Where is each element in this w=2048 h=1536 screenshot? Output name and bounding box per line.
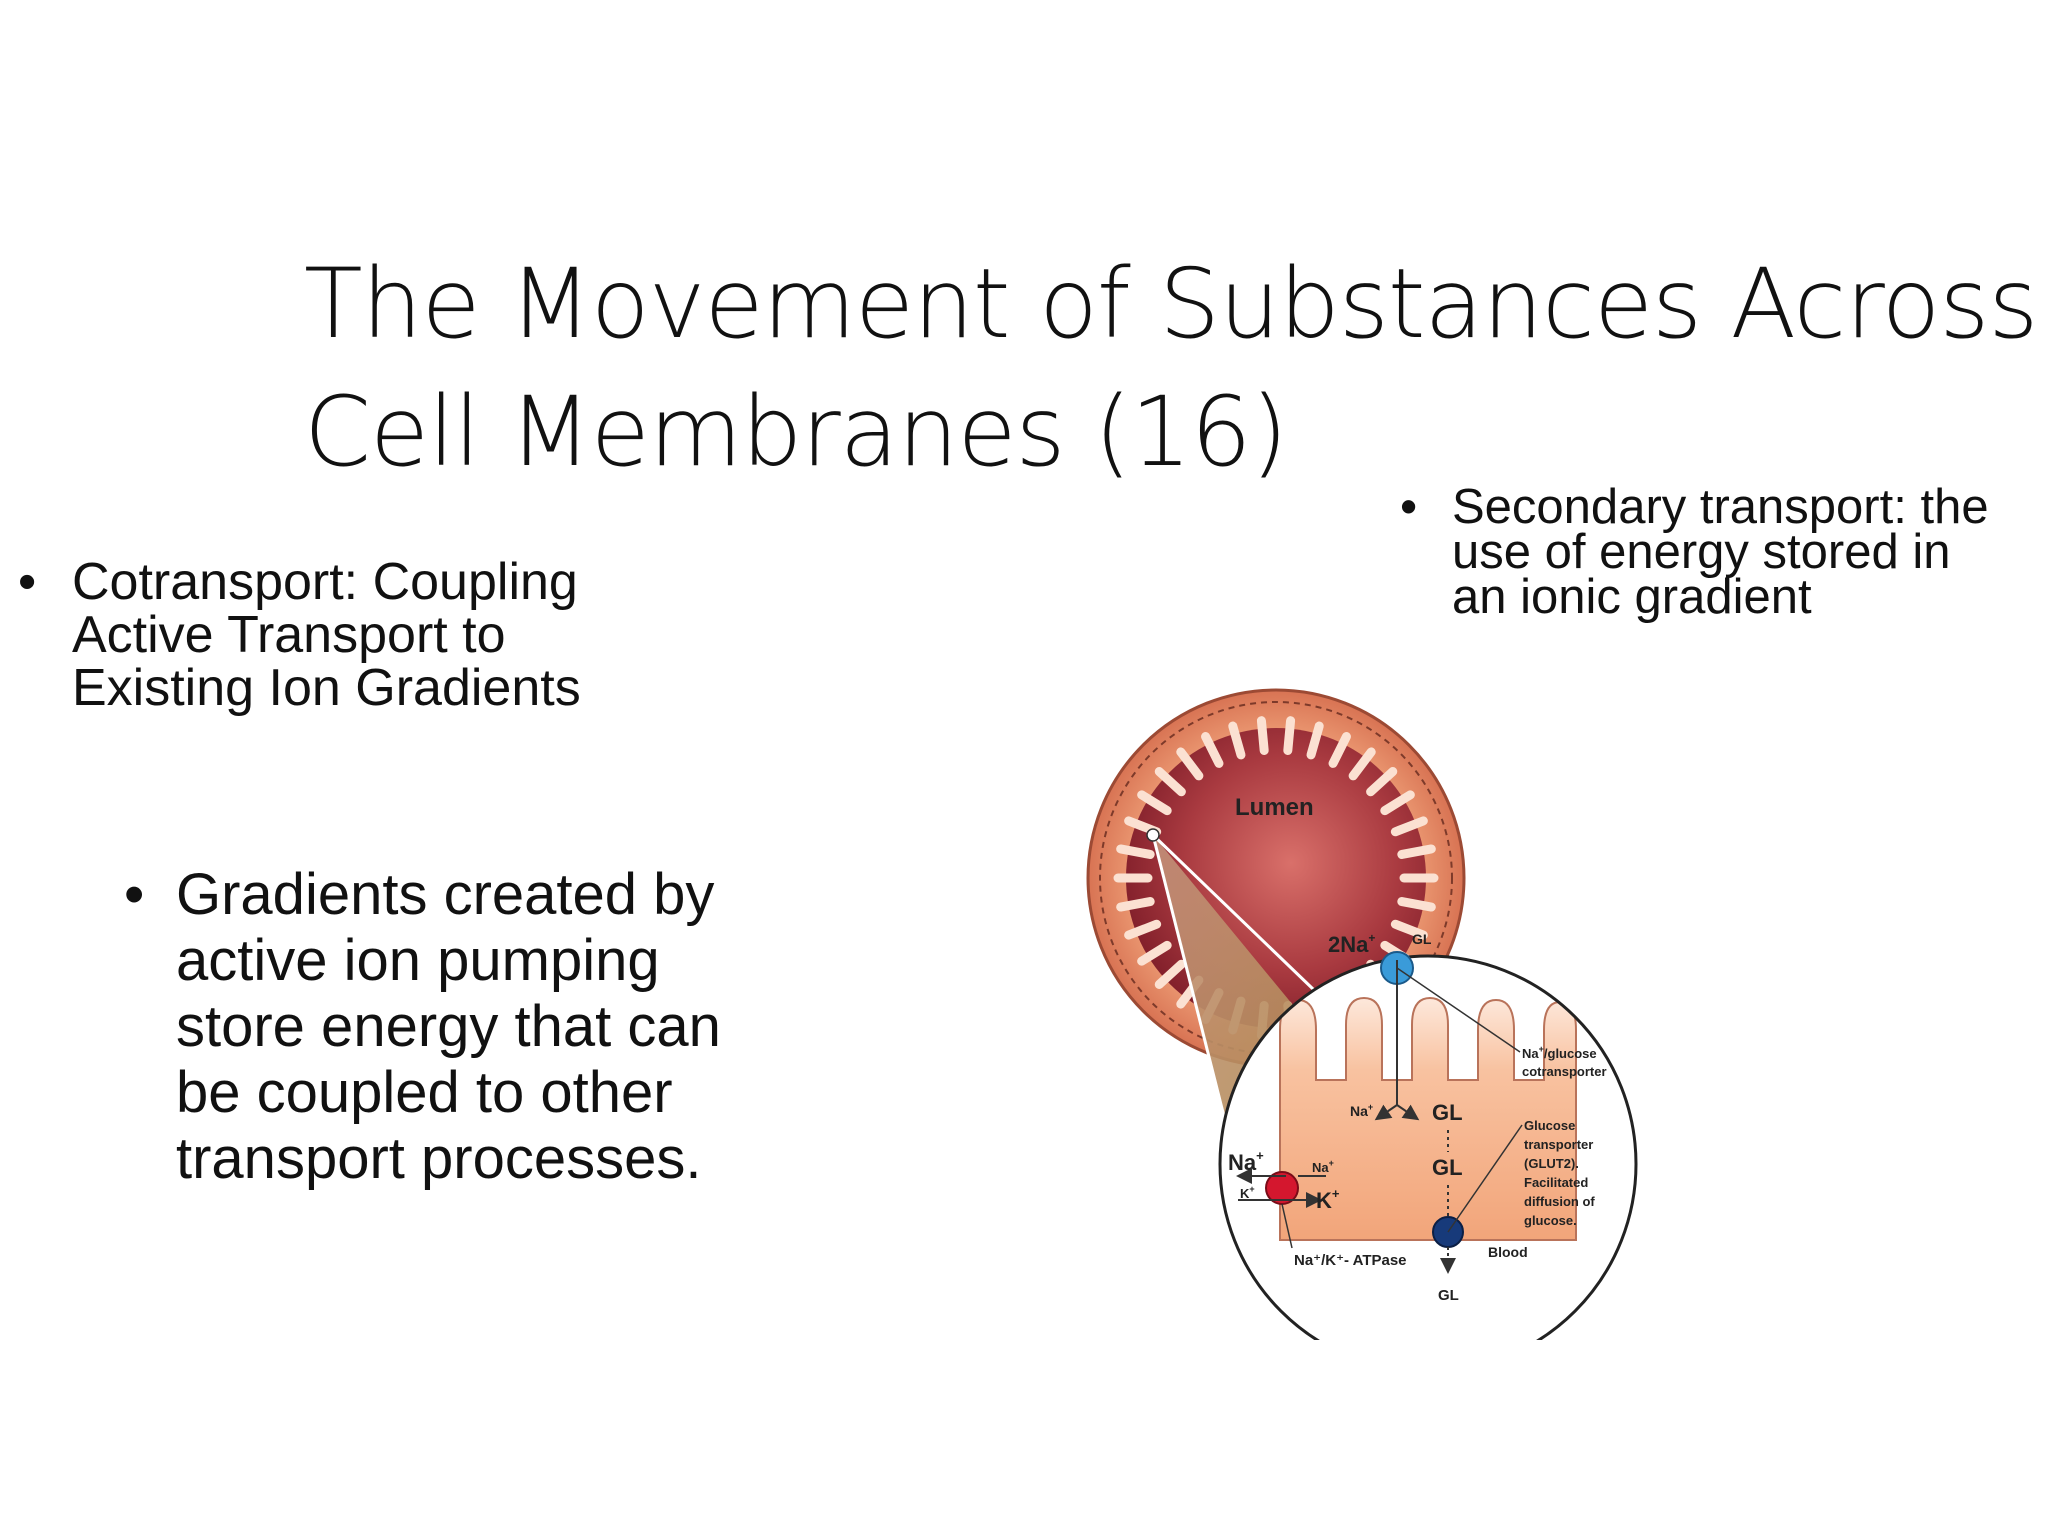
villus: [1283, 716, 1296, 756]
cotransport-bullet: Cotransport: Coupling Active Transport t…: [18, 553, 712, 717]
slide-title: The Movement of Substances Across Cell M…: [304, 240, 2038, 496]
villus: [1328, 732, 1351, 768]
cotransport-diagram: Lumen 2Na+ GL Na+/glucose cotransporter …: [1086, 688, 1638, 1340]
villus: [1348, 747, 1376, 781]
villus: [1390, 919, 1428, 940]
villus: [1154, 959, 1186, 989]
gl-bottom-label: GL: [1438, 1287, 1459, 1304]
zoom-edge-left: [1151, 834, 1237, 1161]
villus: [1228, 721, 1246, 760]
title-line-2: Cell Membranes (16): [304, 376, 1288, 488]
blood-label: Blood: [1488, 1244, 1528, 1260]
zoom-origin: [1146, 828, 1160, 842]
villus: [1397, 897, 1436, 912]
villus: [1306, 721, 1324, 760]
gl-release-arrow: [1396, 1104, 1420, 1121]
glut2-label-line2: transporter: [1524, 1137, 1593, 1152]
title-line-1: The Movement of Substances Across: [304, 248, 2038, 360]
villus: [1397, 844, 1436, 859]
atpase-leader: [1281, 1203, 1293, 1249]
zoom-circle-border: [1218, 954, 1638, 1340]
lumen-label: Lumen: [1235, 794, 1314, 821]
cotransport-line-1: Cotransport: Coupling: [72, 553, 578, 611]
gradients-bullet: Gradients created by active ion pumping …: [124, 862, 816, 1192]
cotransport-bullet-item: Cotransport: Coupling Active Transport t…: [18, 553, 712, 717]
gradients-line-5: transport processes.: [176, 1126, 702, 1191]
villus: [1137, 790, 1172, 816]
secondary-line-3: an ionic gradient: [1452, 570, 1812, 624]
gradients-line-1: Gradients created by: [176, 862, 715, 927]
villus: [1154, 767, 1186, 797]
na-k-atpase-label: Na⁺/K⁺- ATPase: [1294, 1252, 1407, 1269]
villus: [1176, 747, 1204, 781]
gradients-line-3: store energy that can: [176, 994, 721, 1059]
cotransporter-label-line1: Na+/glucose: [1522, 1044, 1597, 1061]
gradients-line-4: be coupled to other: [176, 1060, 673, 1125]
k-big-label: K+: [1316, 1186, 1340, 1213]
cotransport-line-3: Existing Ion Gradients: [72, 659, 581, 717]
villus: [1390, 816, 1428, 837]
cotransporter-label-line2: cotransporter: [1522, 1064, 1607, 1079]
villus: [1116, 844, 1155, 859]
villus: [1124, 919, 1162, 940]
na-left-label: Na+: [1228, 1148, 1264, 1175]
gl-top-label: GL: [1412, 931, 1432, 947]
gradients-line-2: active ion pumping: [176, 928, 660, 993]
na-release-arrow: [1374, 1104, 1398, 1121]
epithelial-cell: [1279, 996, 1577, 1241]
cotransport-line-2: Active Transport to: [72, 606, 506, 664]
secondary-line-2: use of energy stored in: [1452, 525, 1951, 579]
zoom-edge-right: [1151, 833, 1342, 1017]
glut2-label-line6: glucose.: [1524, 1213, 1577, 1228]
gl-mid-label: GL: [1432, 1100, 1463, 1125]
villus: [1366, 767, 1398, 797]
glut2-label-line4: Facilitated: [1524, 1175, 1588, 1190]
glut2-label-line1: Glucose: [1524, 1118, 1575, 1133]
gl-lower-label: GL: [1432, 1155, 1463, 1180]
na-small-label: Na+: [1312, 1158, 1334, 1175]
glut2-label-line3: (GLUT2).: [1524, 1156, 1579, 1171]
glut2-label-line5: diffusion of: [1524, 1194, 1595, 1209]
na2-label: 2Na+: [1328, 931, 1375, 957]
secondary-transport-bullet: Secondary transport: the use of energy s…: [1400, 480, 2042, 624]
secondary-line-1: Secondary transport: the: [1452, 480, 1989, 534]
villus: [1380, 790, 1415, 816]
k-left-label: K+: [1240, 1184, 1255, 1201]
villus: [1201, 732, 1224, 768]
cotransporter-leader: [1396, 967, 1521, 1053]
glut2-leader: [1447, 1124, 1523, 1233]
na-mid-label: Na+: [1350, 1102, 1373, 1119]
villus: [1256, 716, 1269, 756]
villus: [1137, 940, 1172, 966]
villus: [1116, 897, 1155, 912]
secondary-transport-bullet-item: Secondary transport: the use of energy s…: [1400, 480, 2042, 624]
gradients-bullet-item: Gradients created by active ion pumping …: [124, 862, 816, 1192]
zoom-circle: [1218, 954, 1638, 1340]
